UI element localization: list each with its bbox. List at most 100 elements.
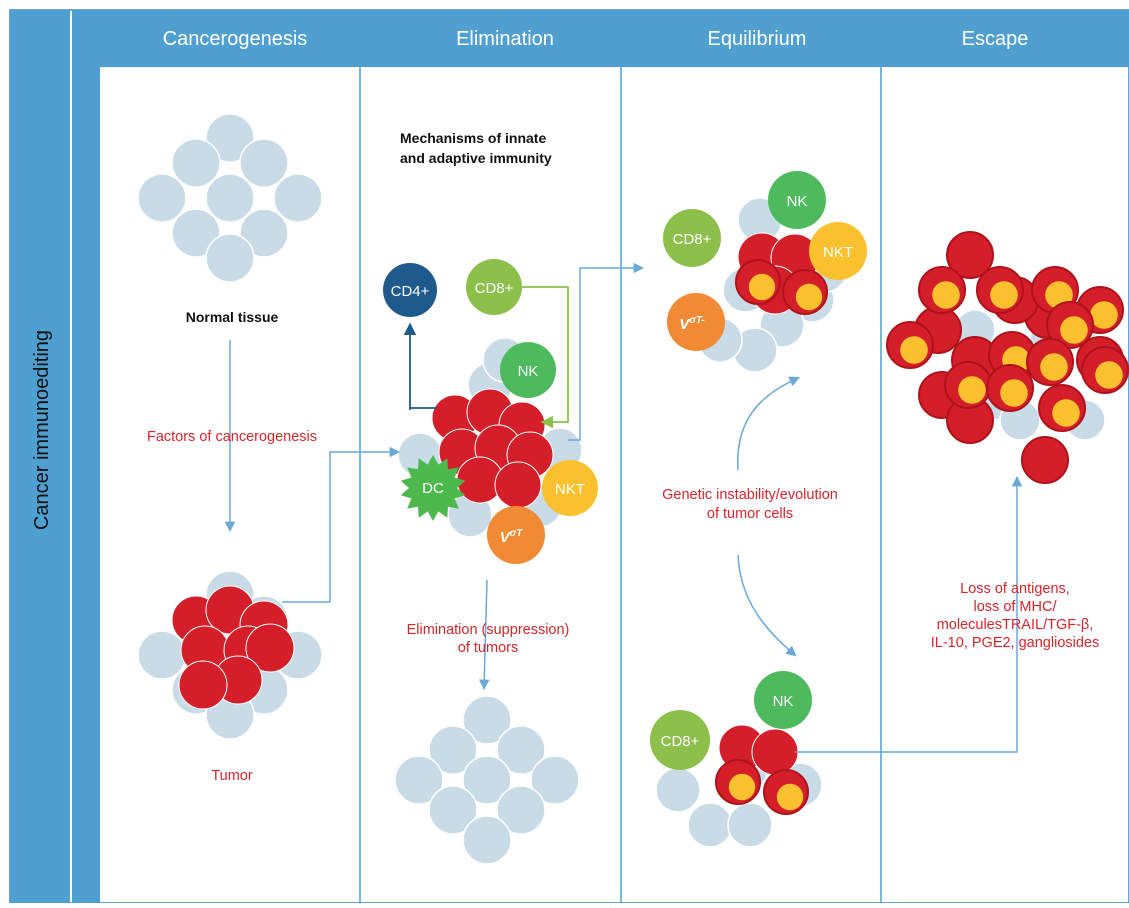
normal-cell xyxy=(205,113,255,163)
normal-cell xyxy=(171,138,221,188)
gamma-delta-label-equilibrium: VσT- xyxy=(679,315,705,333)
label-elimination-1: Elimination (suppression) xyxy=(407,622,570,638)
label-elimination-2: of tumors xyxy=(458,640,518,656)
normal-cell xyxy=(137,173,187,223)
label-genetic-1: Genetic instability/evolution xyxy=(662,487,838,503)
normal-cell xyxy=(205,233,255,283)
tumor-cells xyxy=(137,570,323,740)
nkt-label-equilibrium: NKT xyxy=(823,244,853,261)
nk-label-equilibrium: NK xyxy=(787,193,808,210)
mutant-cell-core xyxy=(900,336,928,364)
arrow-evolution-up xyxy=(737,376,800,471)
tumor-cell xyxy=(245,623,295,673)
cd8-label-elimination: CD8+ xyxy=(475,280,514,297)
arrow-to-elimination xyxy=(282,446,401,603)
arrow-cd8-to-tumor xyxy=(522,286,569,429)
normal-cell xyxy=(205,173,255,223)
mutant-cell-core xyxy=(1090,301,1118,329)
side-band-inner xyxy=(72,10,100,903)
label-mechanisms-1: Mechanisms of innate xyxy=(400,130,546,146)
label-genetic-2: of tumor cells xyxy=(707,506,793,522)
label-loss-4: IL-10, PGE2, gangliosides xyxy=(931,635,1099,651)
side-label: Cancer immunoediting xyxy=(31,330,53,530)
mutant-cell-core xyxy=(1000,379,1028,407)
label-loss-2: loss of MHC/ xyxy=(974,599,1058,615)
tumor-cell xyxy=(1021,436,1069,484)
mutant-cell-core xyxy=(776,783,804,811)
phase-cancerogenesis: Cancerogenesis xyxy=(163,28,308,50)
normal-cell xyxy=(655,767,701,813)
label-loss-1: Loss of antigens, xyxy=(960,581,1070,597)
mutant-cell-core xyxy=(1095,361,1123,389)
tumor-cell xyxy=(751,728,799,776)
nkt-cell-elimination xyxy=(542,460,598,516)
mutant-cell-core xyxy=(1040,353,1068,381)
cd8-cell-elimination xyxy=(466,259,522,315)
phase-escape: Escape xyxy=(962,28,1029,50)
normal-cell xyxy=(239,138,289,188)
arrow-elimination-result xyxy=(478,579,490,691)
gamma-delta-cell-equilibrium xyxy=(667,293,725,351)
cd8-label-equilibrium: CD8+ xyxy=(673,231,712,248)
mutant-cell-core xyxy=(748,273,776,301)
normal-cell xyxy=(687,802,733,848)
normal-tissue-cells xyxy=(137,113,323,283)
nk-cell-equilibrium xyxy=(768,171,826,229)
label-tumor: Tumor xyxy=(211,768,253,784)
mutant-cell-core xyxy=(990,281,1018,309)
arrow-evolution-down xyxy=(737,554,797,657)
gamma-delta-cell-elimination xyxy=(487,506,545,564)
normal-cell xyxy=(137,630,187,680)
normal-cell xyxy=(530,755,580,805)
mutant-cell-core xyxy=(795,283,823,311)
label-mechanisms-2: and adaptive immunity xyxy=(400,150,552,166)
label-loss-3: moleculesTRAIL/TGF-β, xyxy=(937,617,1094,633)
normal-cell xyxy=(239,208,289,258)
normal-cell xyxy=(462,755,512,805)
mutant-cell-core xyxy=(1060,316,1088,344)
phase-equilibrium: Equilibrium xyxy=(708,28,807,50)
side-band xyxy=(10,10,70,903)
immune-cells: CD4+ CD8+ NK DC NKT VσT CD8+ NK NKT VσT-… xyxy=(383,171,867,770)
nk-cell-equilibrium-bottom xyxy=(754,671,812,729)
normal-cell xyxy=(496,785,546,835)
tumor-cell xyxy=(946,231,994,279)
label-factors: Factors of cancerogenesis xyxy=(147,429,317,445)
dc-cell xyxy=(400,455,466,521)
mutant-cell-core xyxy=(1052,399,1080,427)
normal-cell xyxy=(428,785,478,835)
header-bar xyxy=(100,10,1129,67)
cd8-cell-equilibrium xyxy=(663,209,721,267)
tumor-cell xyxy=(494,461,542,509)
nkt-label-elimination: NKT xyxy=(555,481,585,498)
nk-cell-elimination xyxy=(500,342,556,398)
normal-cell xyxy=(171,208,221,258)
normal-cell xyxy=(462,815,512,865)
tumor-cell xyxy=(178,660,228,710)
escape-cluster xyxy=(886,231,1129,484)
mutant-cell-core xyxy=(728,773,756,801)
cd4-cell xyxy=(383,263,437,317)
eliminated-tissue-cells xyxy=(394,695,580,865)
phase-elimination: Elimination xyxy=(456,28,554,50)
nkt-cell-equilibrium xyxy=(809,222,867,280)
normal-cell xyxy=(394,755,444,805)
mutant-cell-core xyxy=(958,376,986,404)
cd4-label: CD4+ xyxy=(391,283,430,300)
cd8-label-equilibrium-bottom: CD8+ xyxy=(661,733,700,750)
cd8-cell-equilibrium-bottom xyxy=(650,710,710,770)
dc-label: DC xyxy=(422,480,444,497)
normal-cell xyxy=(496,725,546,775)
normal-cell xyxy=(428,725,478,775)
arrow-to-escape xyxy=(795,475,1023,753)
equilibrium-bottom-cluster xyxy=(655,724,823,848)
normal-cell xyxy=(727,802,773,848)
gamma-delta-label: VσT xyxy=(500,528,524,546)
nk-label-equilibrium-bottom: NK xyxy=(773,693,794,710)
arrow-to-equilibrium xyxy=(568,262,645,441)
normal-cell xyxy=(462,695,512,745)
label-normal-tissue: Normal tissue xyxy=(186,309,279,325)
normal-cell xyxy=(273,173,323,223)
